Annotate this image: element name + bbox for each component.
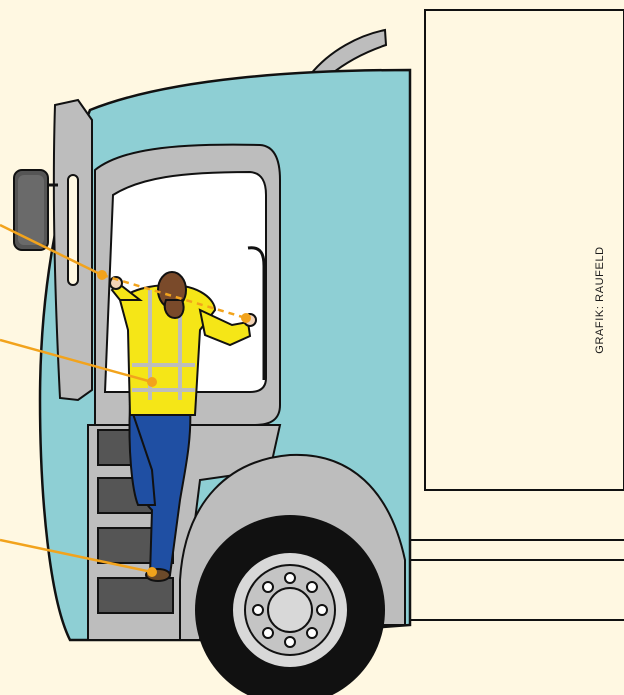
vest-callout-dot [147,377,157,387]
open-door [54,100,92,400]
cargo-box [395,0,624,695]
graphic-credit: GRAFIK: RAUFELD [594,246,606,353]
air-deflector [310,30,386,75]
handles-callout-dot [97,270,107,280]
side-mirror [14,170,58,250]
step-callout-dot [147,567,157,577]
handles-callout-dot-2 [241,313,251,323]
